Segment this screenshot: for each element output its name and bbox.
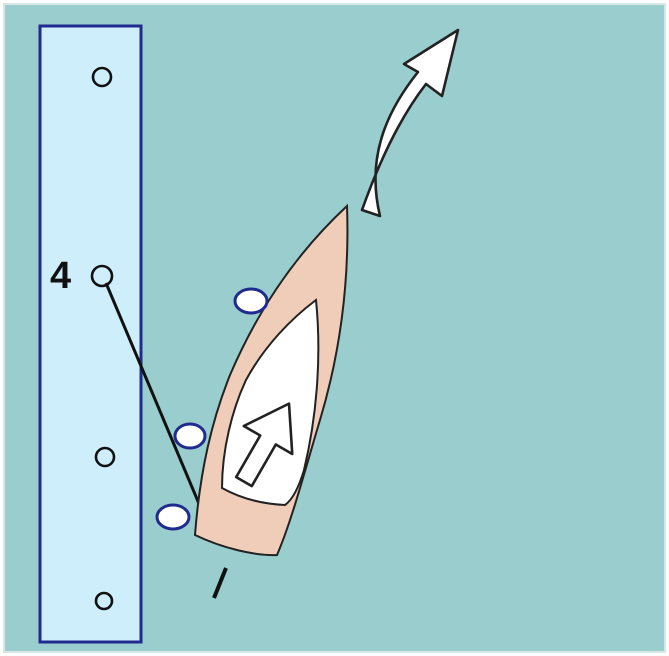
fender-top: [235, 289, 267, 313]
fender-middle: [175, 424, 205, 448]
dock-pontoon: [40, 26, 141, 642]
fender-bottom: [157, 505, 189, 529]
cleat-label: 4: [50, 255, 71, 297]
